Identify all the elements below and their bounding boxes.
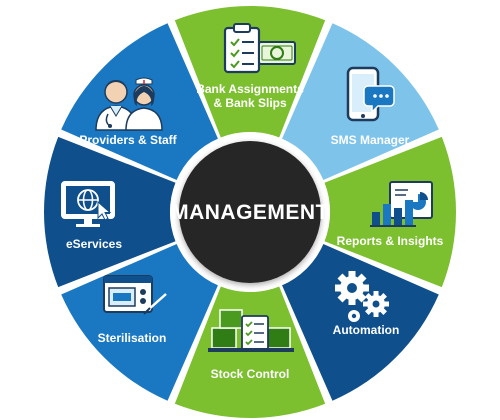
segment-label-reports-insights: Reports & Insights [337,234,444,248]
hub: MANAGEMENT [170,132,330,292]
segment-label-providers-staff: Providers & Staff [79,133,177,147]
segment-label-line: Bank Assignments [196,82,304,96]
segment-label-bank-assignments: Bank Assignments& Bank Slips [196,82,304,110]
monitor-globe-icon [61,181,115,227]
segment-stock-control [174,286,326,418]
segment-label-line: Providers & Staff [79,133,177,147]
segment-label-automation: Automation [333,323,400,337]
boxes-checklist-icon [208,309,294,352]
segment-label-eservices: eServices [66,237,122,251]
segment-label-line: & Bank Slips [213,96,287,110]
segment-label-stock-control: Stock Control [211,367,290,381]
gears-icon [335,271,389,322]
segment-label-sterilisation: Sterilisation [98,331,167,345]
doctor-nurse-icon [95,77,163,131]
report-chart-icon [370,181,433,227]
hub-label: MANAGEMENT [171,201,329,224]
segment-label-line: Sterilisation [98,331,167,345]
segments-layer [43,5,456,418]
segment-label-sms-manager: SMS Manager [331,133,410,147]
icons-layer [61,23,433,352]
segment-label-line: SMS Manager [331,133,410,147]
smartphone-message-icon [346,66,395,122]
steriliser-machine-icon [103,275,167,315]
segment-sterilisation [61,244,218,401]
segment-label-line: Stock Control [211,367,290,381]
hub-circle [179,141,321,283]
segment-label-line: eServices [66,237,122,251]
clipboard-money-icon [223,23,296,74]
segment-label-line: Reports & Insights [337,234,444,248]
segment-automation [282,244,439,401]
segment-label-line: Automation [333,323,400,337]
